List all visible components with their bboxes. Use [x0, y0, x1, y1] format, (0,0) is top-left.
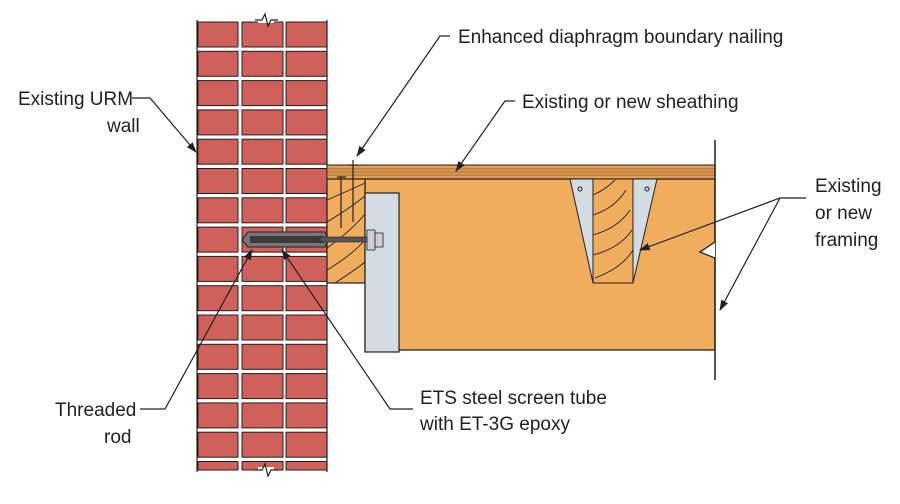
- brick: [197, 109, 239, 136]
- label-framing-1: Existing: [815, 176, 882, 197]
- brick: [241, 21, 284, 48]
- label-framing-3: framing: [815, 230, 878, 251]
- label-wall-1: Existing URM: [18, 89, 133, 110]
- brick: [241, 343, 284, 370]
- brick: [197, 21, 239, 48]
- label-wall-2: wall: [106, 116, 140, 137]
- ledger: [326, 178, 366, 284]
- steel-plate: [364, 192, 400, 353]
- brick: [285, 21, 328, 48]
- brick: [241, 402, 284, 429]
- brick: [197, 314, 239, 341]
- brick: [197, 138, 239, 165]
- brick: [241, 314, 284, 341]
- joist-hanger: [569, 178, 658, 284]
- brick: [197, 373, 239, 400]
- screen-tube-and-threaded-rod: [241, 229, 384, 251]
- brick: [197, 226, 239, 253]
- brick: [241, 197, 284, 224]
- brick: [241, 50, 284, 77]
- brick: [197, 80, 239, 107]
- brick: [241, 109, 284, 136]
- brick: [285, 197, 328, 224]
- framing-joist: [364, 178, 716, 351]
- brick: [241, 373, 284, 400]
- label-rod-2: rod: [104, 427, 131, 448]
- brick: [197, 50, 239, 77]
- brick: [241, 138, 284, 165]
- break-mark: [255, 12, 278, 28]
- brick: [241, 285, 284, 312]
- brick: [241, 168, 284, 194]
- label-framing-2: or new: [815, 203, 872, 224]
- brick: [197, 197, 239, 224]
- boundary-nails: [337, 160, 358, 228]
- brick: [241, 431, 284, 458]
- brick: [285, 431, 328, 458]
- brick: [285, 168, 328, 194]
- leader-lines: [132, 35, 806, 410]
- brick: [197, 431, 239, 458]
- brick: [197, 255, 239, 282]
- label-nailing: Enhanced diaphragm boundary nailing: [458, 27, 783, 48]
- brick: [285, 50, 328, 77]
- brick: [197, 168, 239, 194]
- brick: [285, 343, 328, 370]
- brick: [285, 373, 328, 400]
- brick: [241, 80, 284, 107]
- brick: [197, 343, 239, 370]
- brick: [285, 138, 328, 165]
- label-tube-1: ETS steel screen tube: [420, 388, 607, 409]
- brick: [285, 314, 328, 341]
- break-mark: [255, 462, 278, 478]
- brick: [285, 461, 328, 471]
- label-tube-2: with ET-3G epoxy: [419, 414, 570, 435]
- brick: [285, 255, 328, 282]
- brick: [285, 402, 328, 429]
- brick: [285, 109, 328, 136]
- brick: [197, 461, 239, 471]
- brick: [241, 255, 284, 282]
- label-rod-1: Threaded: [55, 400, 136, 421]
- brick: [197, 402, 239, 429]
- sheathing: [326, 164, 716, 180]
- label-sheathing: Existing or new sheathing: [522, 92, 739, 113]
- brick: [285, 80, 328, 107]
- brick: [197, 285, 239, 312]
